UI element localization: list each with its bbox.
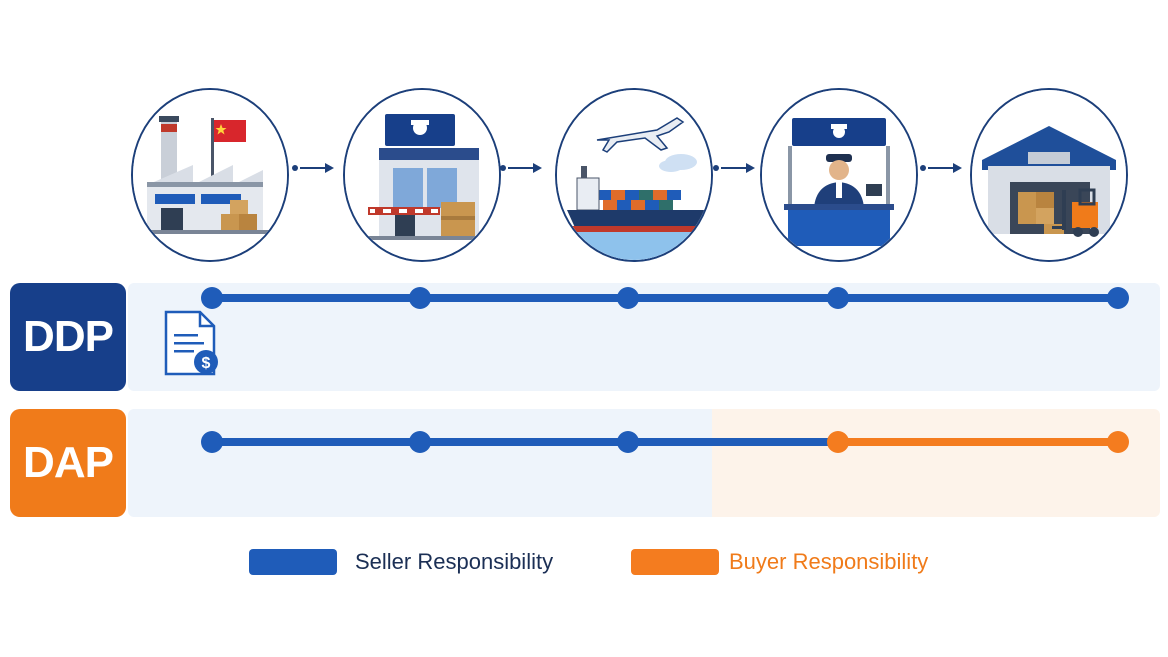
customs-office-icon — [345, 90, 499, 260]
dap-label: DAP — [10, 409, 126, 517]
arrow-right-icon — [713, 163, 755, 173]
seller-legend-label: Seller Responsibility — [355, 549, 554, 574]
buyer-legend-label: Buyer Responsibility — [729, 549, 929, 574]
customs-officer-icon — [762, 90, 916, 260]
ddp-label: DDP — [10, 283, 126, 391]
dap-buyer-lane — [712, 409, 1160, 517]
ddp-lane — [128, 283, 1160, 391]
international-transport-stage — [555, 88, 713, 262]
buyer-legend-swatch — [631, 549, 719, 575]
arrow-right-icon — [920, 163, 962, 173]
ship-plane-icon — [557, 90, 711, 260]
factory-stage — [131, 88, 289, 262]
seller-legend-swatch — [249, 549, 337, 575]
warehouse-icon — [972, 90, 1126, 260]
factory-icon — [133, 90, 287, 260]
import-customs-stage — [760, 88, 918, 262]
arrow-right-icon — [500, 163, 542, 173]
arrow-right-icon — [292, 163, 334, 173]
export-customs-stage — [343, 88, 501, 262]
dap-seller-lane — [128, 409, 712, 517]
warehouse-stage — [970, 88, 1128, 262]
invoice-dollar-icon: $ — [164, 310, 218, 376]
svg-text:$: $ — [202, 355, 211, 372]
